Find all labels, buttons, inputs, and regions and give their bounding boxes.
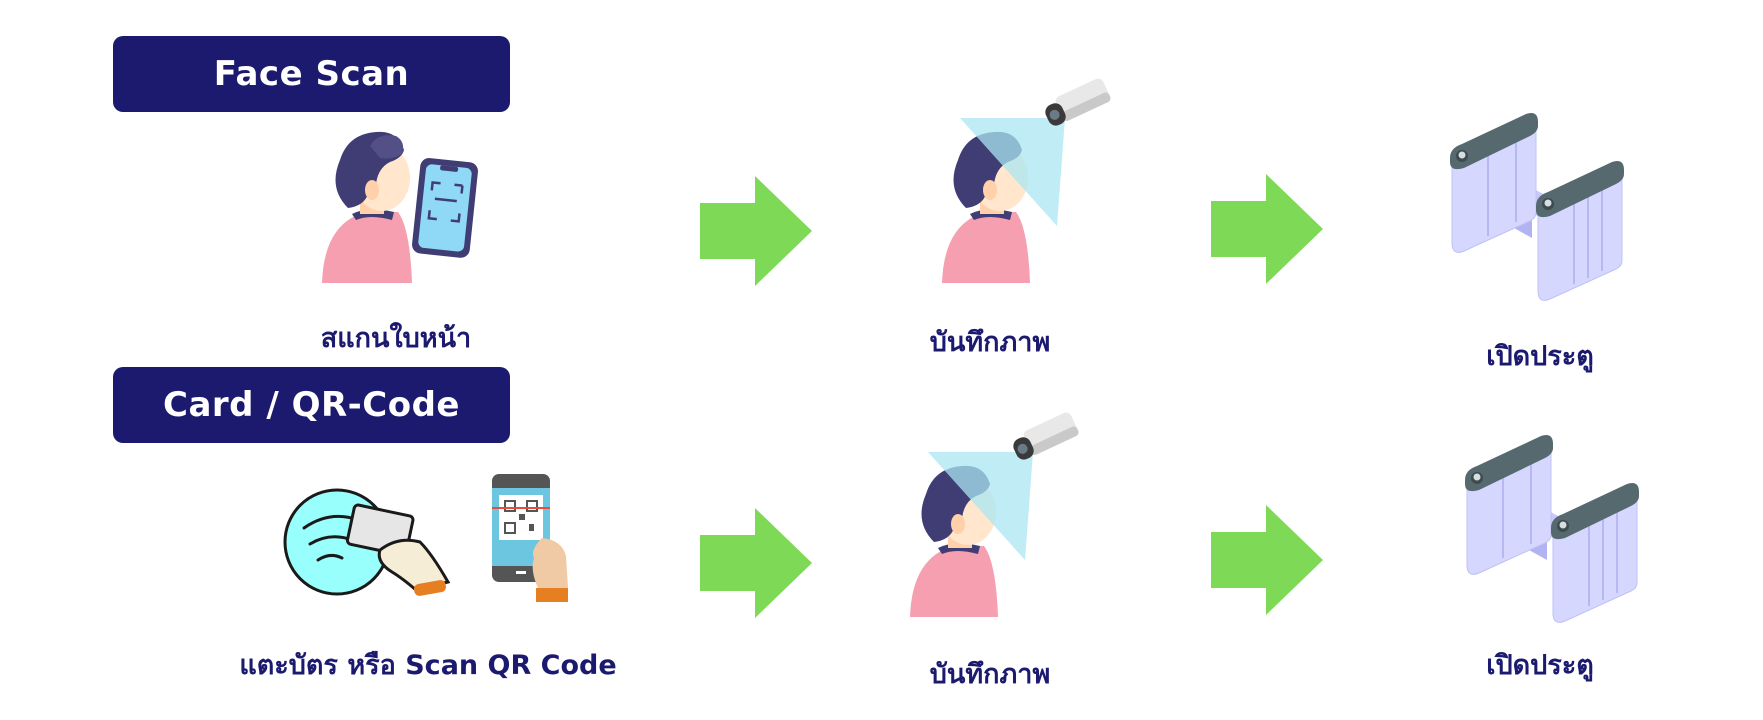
step-label-capture-photo: บันทึกภาพ xyxy=(929,327,1051,358)
camera-capture-icon xyxy=(908,412,1088,622)
step-label-face-scan: สแกนใบหน้า xyxy=(320,323,472,354)
face-scan-title: Face Scan xyxy=(213,54,410,94)
arrow-right-icon xyxy=(700,176,812,286)
step-label-open-gate: เปิดประตู xyxy=(1486,341,1594,372)
step-label-capture-photo: บันทึกภาพ xyxy=(929,659,1051,690)
card-qr-title: Card / QR-Code xyxy=(163,385,460,425)
arrow-right-icon xyxy=(700,508,812,618)
arrow-right-icon xyxy=(1211,505,1323,615)
step-label-open-gate: เปิดประตู xyxy=(1486,650,1594,681)
arrow-right-icon xyxy=(1211,174,1323,284)
turnstile-gate-icon xyxy=(1450,113,1630,303)
card-tap-qr-scan-icon xyxy=(280,470,580,610)
step-label-tap-card-or-scan-qr: แตะบัตร หรือ Scan QR Code xyxy=(239,650,617,681)
face-scan-banner: Face Scan xyxy=(113,36,510,112)
card-qr-banner: Card / QR-Code xyxy=(113,367,510,443)
turnstile-gate-icon xyxy=(1465,435,1645,625)
camera-capture-icon xyxy=(940,78,1120,288)
face-scan-phone-icon xyxy=(318,128,483,288)
